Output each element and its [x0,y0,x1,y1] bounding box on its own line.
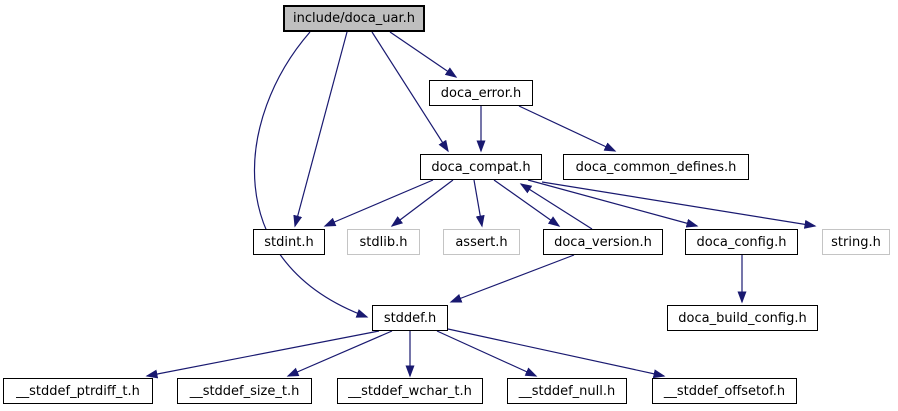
edge-uar-to-stddef [254,31,369,318]
edge-uar-to-error [389,31,458,78]
graph-node-uar: include/doca_uar.h [283,5,425,32]
edge-compat-to-stdlib [390,179,454,227]
edge-compat-to-config [527,179,699,228]
graph-node-offsetof[interactable]: __stddef_offsetof.h [652,378,797,404]
graph-node-string: string.h [822,229,890,255]
edge-compat-to-string [541,181,817,229]
edge-stddef-to-offsetof [447,328,666,379]
graph-node-build[interactable]: doca_build_config.h [667,305,818,331]
graph-node-ptrdiff[interactable]: __stddef_ptrdiff_t.h [3,378,153,404]
edge-uar-to-compat [371,31,449,153]
graph-node-sizet[interactable]: __stddef_size_t.h [177,378,312,404]
graph-node-compat[interactable]: doca_compat.h [420,154,542,180]
graph-node-assert: assert.h [443,229,520,255]
graph-node-stdint[interactable]: stdint.h [253,229,325,255]
edge-compat-to-version [493,179,561,227]
graph-node-config[interactable]: doca_config.h [685,229,798,255]
graph-node-null[interactable]: __stddef_null.h [507,378,627,404]
edge-uar-to-stdint [293,31,348,228]
edge-version-to-stddef [449,254,575,303]
edge-stddef-to-ptrdiff [145,330,380,379]
graph-node-version[interactable]: doca_version.h [543,229,663,255]
edge-stddef-to-sizet [286,330,393,377]
edge-error-to-defines [518,105,617,152]
graph-node-wchar[interactable]: __stddef_wchar_t.h [337,378,483,404]
edge-version-to-compat [519,183,593,230]
graph-node-error[interactable]: doca_error.h [429,80,533,106]
edge-compat-to-stdint [323,179,434,227]
graph-node-stdlib: stdlib.h [347,229,420,255]
graph-node-stddef[interactable]: stddef.h [372,305,448,331]
edge-compat-to-assert [473,179,485,228]
edge-stddef-to-null [436,330,538,377]
graph-node-defines[interactable]: doca_common_defines.h [563,154,749,180]
